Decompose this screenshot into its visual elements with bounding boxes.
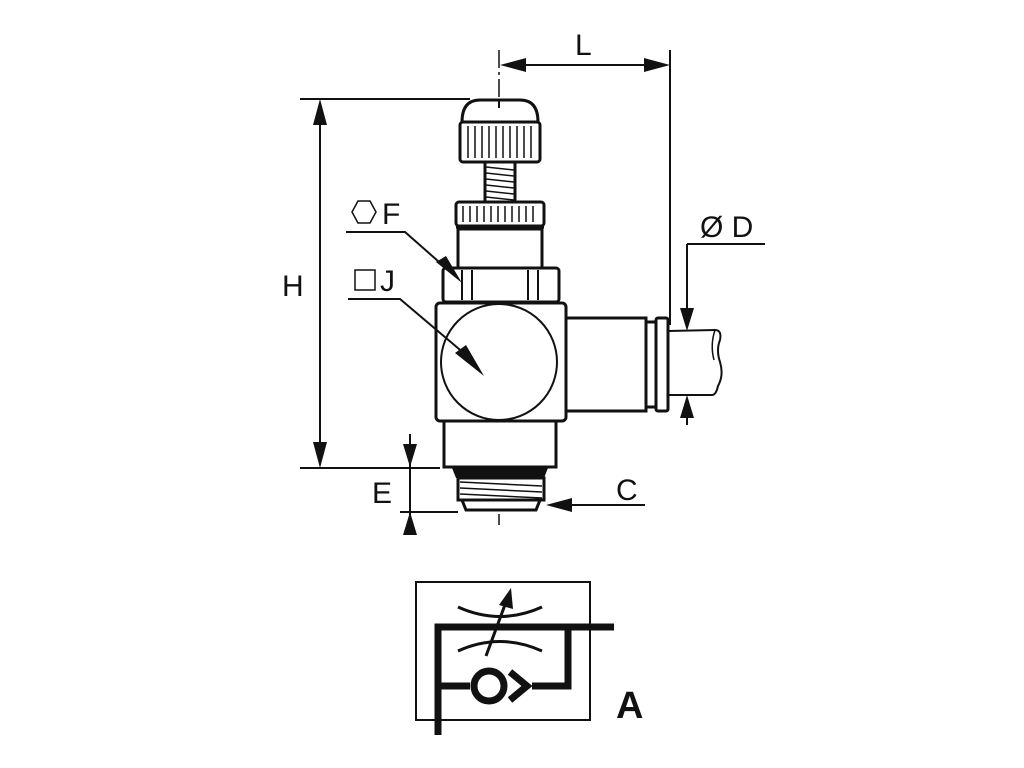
side-port	[564, 316, 670, 413]
label-E: E	[372, 477, 392, 510]
dimension-C: C	[546, 474, 645, 512]
label-F: F	[382, 198, 400, 231]
schematic-symbol: A	[415, 581, 643, 735]
valve-neck	[456, 227, 544, 271]
threaded-port	[452, 468, 548, 512]
label-L: L	[575, 29, 592, 62]
lower-body	[442, 419, 558, 469]
label-D: Ø D	[700, 211, 753, 244]
square-icon	[354, 269, 376, 291]
adjustment-knob	[458, 98, 542, 164]
label-H: H	[282, 270, 304, 303]
dimension-H: H	[282, 98, 470, 469]
dimension-F: F	[346, 198, 462, 283]
label-J: J	[380, 265, 395, 298]
tube	[667, 328, 723, 396]
threaded-stem	[483, 160, 517, 204]
label-A: A	[616, 685, 643, 727]
label-C: C	[616, 474, 638, 507]
dimension-E: E	[372, 434, 458, 535]
dimension-D: Ø D	[680, 211, 765, 425]
hex-nut	[441, 266, 561, 304]
hexagon-icon	[351, 200, 377, 224]
dimension-J: J	[348, 265, 484, 376]
dimension-L: L	[500, 29, 671, 325]
valve-body	[434, 301, 568, 423]
lock-nut	[454, 200, 546, 229]
